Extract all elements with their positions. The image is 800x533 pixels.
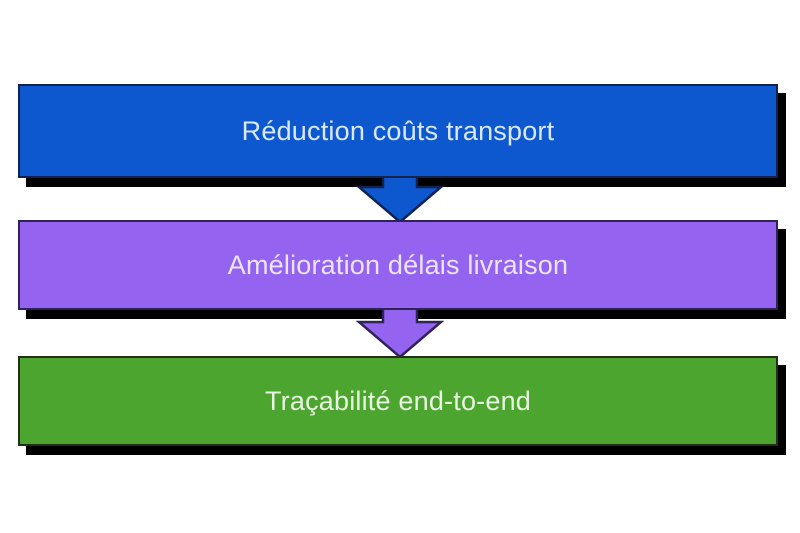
step-label: Amélioration délais livraison — [227, 249, 569, 280]
down-arrow-icon — [355, 169, 445, 224]
down-arrow-icon — [355, 304, 445, 359]
step-label: Traçabilité end-to-end — [264, 385, 532, 416]
step-box-reduction-couts: Réduction coûts transport — [18, 84, 778, 178]
step-label: Réduction coûts transport — [241, 115, 555, 146]
step-box-tracabilite: Traçabilité end-to-end — [18, 356, 778, 446]
step-box-amelioration-delais: Amélioration délais livraison — [18, 220, 778, 310]
